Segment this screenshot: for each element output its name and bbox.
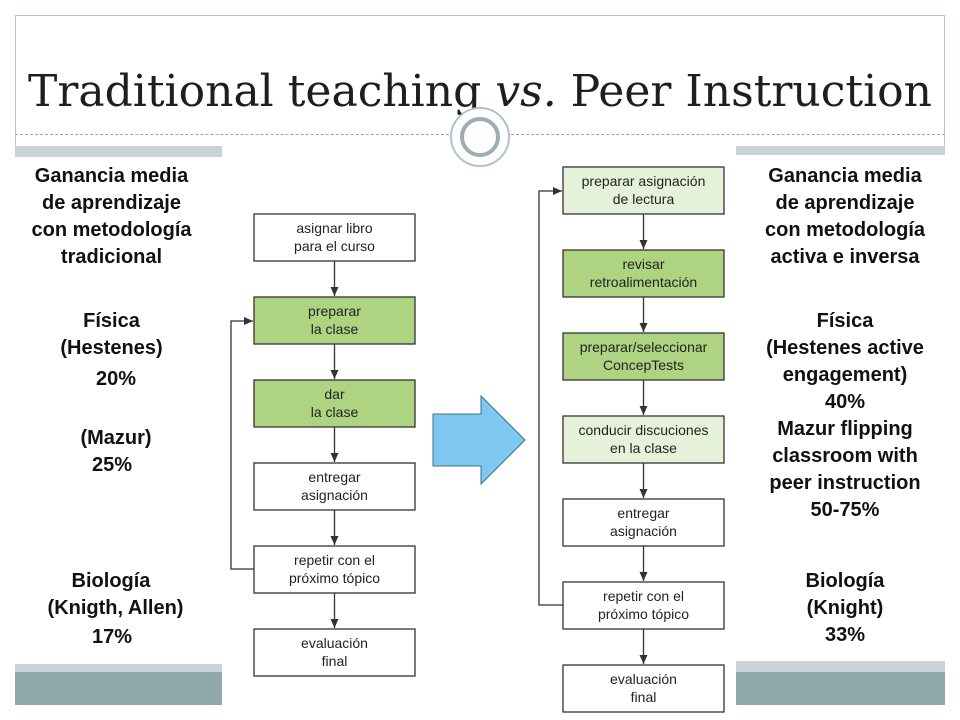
flow-box-highlighted (562, 249, 725, 298)
flow-box (253, 545, 416, 594)
left-mazur-value: 25% (91, 454, 133, 476)
flow-box-label: dar (324, 386, 345, 402)
right-biology-value: 33% (824, 624, 866, 646)
flow-box-label: para el curso (294, 238, 375, 254)
right-heading-line: Ganancia media (768, 165, 922, 187)
left-heading-line: con metodología (31, 219, 192, 241)
loop-back-arrow (538, 187, 563, 606)
left-mazur-label: (Mazur) (80, 427, 152, 449)
left-physics-block: Física (Hestenes) (15, 308, 208, 362)
right-biology-block: Biología (Knight) 33% (745, 568, 945, 649)
left-panel (15, 157, 222, 664)
flow-box (253, 628, 416, 677)
flow-box (562, 498, 725, 547)
flow-box-highlighted (562, 332, 725, 381)
right-panel (736, 155, 945, 661)
right-mazur-value: 50-75% (810, 499, 880, 521)
flow-box-light (562, 415, 725, 464)
traditional-flowchart: asignar libro para el curso preparar la … (230, 213, 416, 677)
right-heading-line: de aprendizaje (775, 192, 915, 214)
flow-box-label: asignar libro (296, 220, 372, 236)
flow-box-label: entregar (617, 505, 669, 521)
flow-box-label: preparar asignación (582, 173, 706, 189)
flow-box-label: asignación (301, 487, 368, 503)
flow-box-label: final (322, 653, 348, 669)
title-part-1: Traditional teaching (28, 66, 496, 117)
flow-box-label: evaluación (301, 635, 368, 651)
right-physics-label: Física (816, 310, 874, 332)
right-heading-line: con metodología (765, 219, 925, 241)
left-physics-label: Física (83, 310, 140, 332)
loop-back-arrow (230, 317, 254, 570)
right-heading-line: activa e inversa (770, 246, 920, 268)
right-mazur-line: Mazur flipping (777, 418, 913, 440)
left-biology-source: (Knigth, Allen) (47, 597, 184, 619)
flow-box-label: revisar (622, 256, 664, 272)
flow-box-label: asignación (610, 523, 677, 539)
title-emphasis: vs. (495, 66, 557, 117)
right-physics-block: Física (Hestenes active engagement) 40% … (745, 308, 945, 524)
right-column: Ganancia media de aprendizaje con metodo… (745, 163, 945, 271)
flow-box-label: en la clase (610, 440, 677, 456)
flow-box-label: final (631, 689, 657, 705)
right-mazur-line: classroom with (772, 445, 918, 467)
flow-box-label: la clase (311, 321, 359, 337)
flow-box-label: preparar/seleccionar (580, 339, 708, 355)
flow-box (253, 213, 416, 262)
left-heading-line: tradicional (60, 246, 163, 268)
flow-box-label: preparar (308, 303, 361, 319)
flow-box (562, 581, 725, 630)
flow-box-label: próximo tópico (598, 606, 689, 622)
flow-box-light (562, 166, 725, 215)
flow-box-label: repetir con el (294, 552, 375, 568)
right-mazur-line: peer instruction (769, 472, 921, 494)
flow-box-highlighted (253, 296, 416, 345)
flow-box-label: la clase (311, 404, 359, 420)
left-heading-line: Ganancia media (34, 165, 189, 187)
right-hestenes-line: (Hestenes active (766, 337, 924, 359)
peer-instruction-flowchart: preparar asignación de lectura revisar r… (538, 166, 725, 713)
slide-title: Traditional teaching vs. Peer Instructio… (0, 66, 960, 118)
left-column: Ganancia media de aprendizaje con metodo… (15, 163, 208, 271)
right-hestenes-line: engagement) (782, 364, 908, 386)
flow-box-label: repetir con el (603, 588, 684, 604)
right-biology-source: (Knight) (806, 597, 884, 619)
flow-box-label: entregar (308, 469, 360, 485)
flow-box-label: de lectura (613, 191, 675, 207)
transition-arrow-icon (432, 394, 526, 486)
left-biology-label: Biología (71, 570, 151, 592)
flow-box-label: próximo tópico (289, 570, 380, 586)
left-hestenes-label: (Hestenes) (60, 337, 163, 359)
left-biology-value: 17% (91, 626, 133, 648)
left-heading-line: de aprendizaje (42, 192, 181, 214)
flow-box-label: retroalimentación (590, 274, 697, 290)
flow-box-label: evaluación (610, 671, 677, 687)
right-hestenes-value: 40% (824, 391, 866, 413)
ornament-circle-icon (450, 107, 510, 167)
title-part-2: Peer Instruction (556, 66, 932, 117)
flow-box-highlighted (253, 379, 416, 428)
flow-box (562, 664, 725, 713)
flow-box-label: conducir discuciones (579, 422, 709, 438)
right-biology-label: Biología (805, 570, 885, 592)
left-hestenes-value: 20% (95, 368, 137, 390)
flow-box-label: ConcepTests (603, 357, 684, 373)
